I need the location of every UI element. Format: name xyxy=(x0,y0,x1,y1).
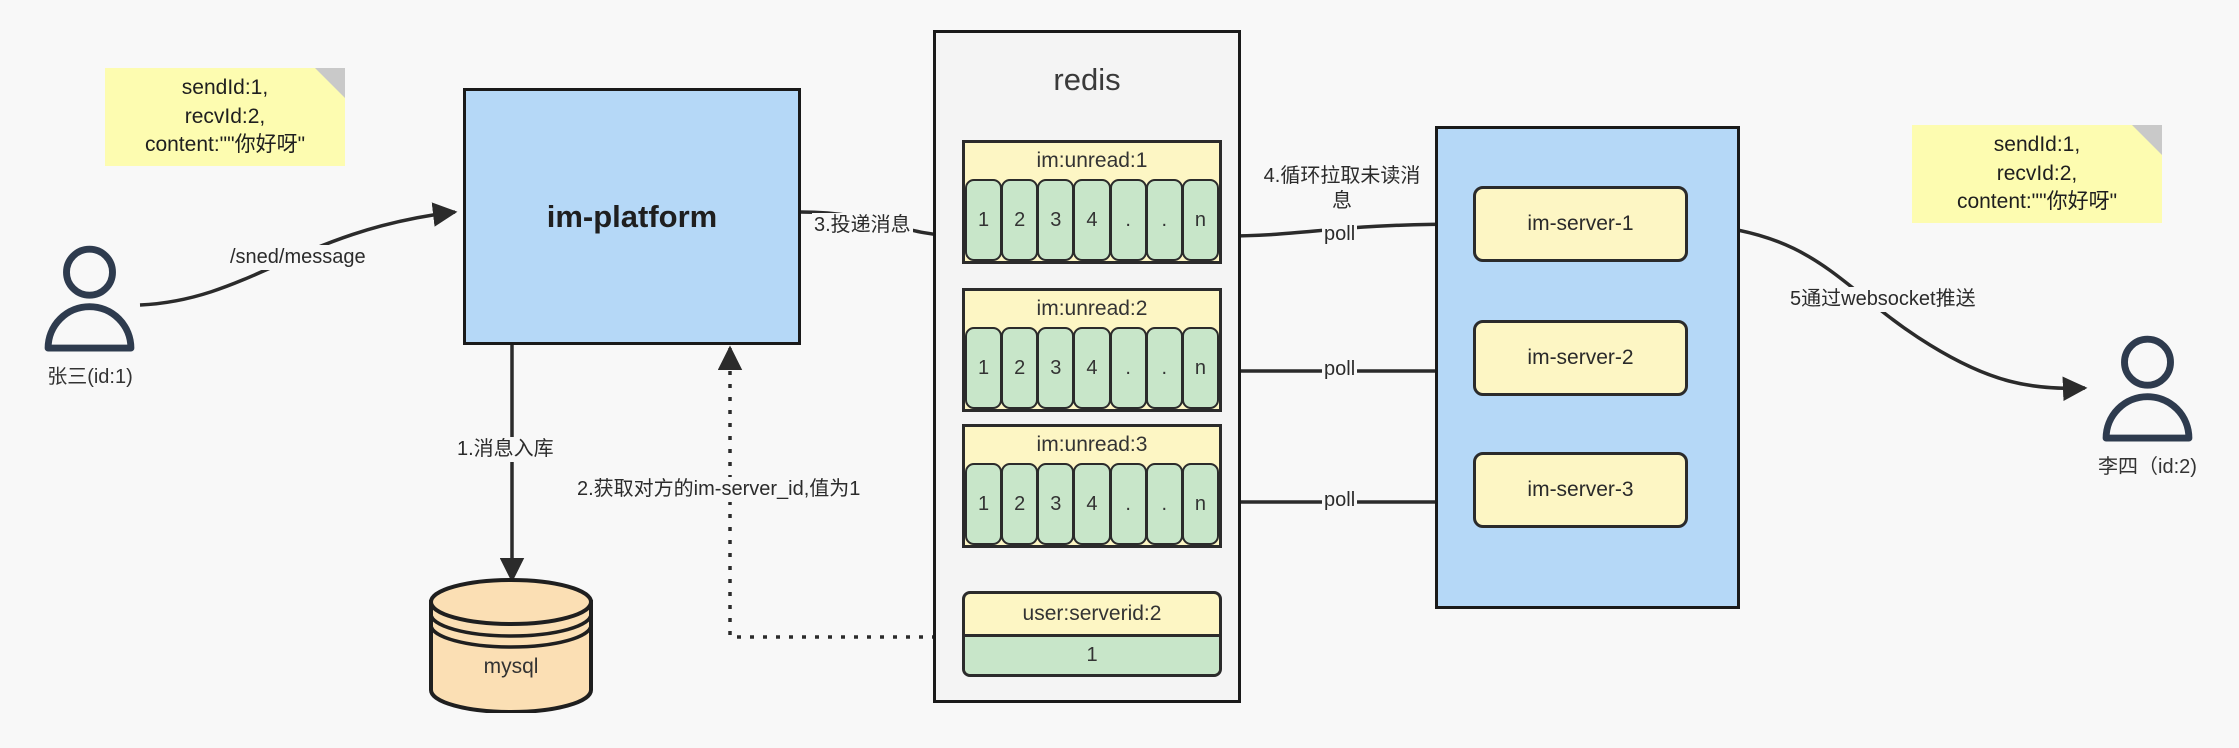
edge-label-step5: 5通过websocket推送 xyxy=(1788,287,1978,312)
note-line: content:""你好呀" xyxy=(144,133,306,157)
note-line: recvId:2, xyxy=(1996,161,2078,185)
queue-cell: 3 xyxy=(1037,463,1075,545)
im-server-1-label: im-server-1 xyxy=(1527,212,1634,235)
im-platform-label: im-platform xyxy=(546,198,718,234)
queue-cell: 1 xyxy=(965,327,1003,409)
queue-cell-row: 1 2 3 4 . . n xyxy=(965,179,1219,261)
mysql-node[interactable] xyxy=(425,578,597,713)
queue-cell: 1 xyxy=(965,179,1003,261)
queue-cell: 2 xyxy=(1001,327,1039,409)
note-line: content:""你好呀" xyxy=(1956,190,2118,214)
edge-label-step2: 2.获取对方的im-server_id,值为1 xyxy=(575,477,863,502)
user-icon xyxy=(44,245,135,352)
note-fold-corner-icon xyxy=(315,68,345,98)
queue-cell: n xyxy=(1181,179,1219,261)
note-line: recvId:2, xyxy=(184,104,266,128)
queue-cell: . xyxy=(1109,327,1147,409)
receiver-avatar xyxy=(2090,330,2205,445)
queue-cell-row: 1 2 3 4 . . n xyxy=(965,327,1219,409)
queue-cell: 3 xyxy=(1037,327,1075,409)
redis-queue-im-unread-2[interactable]: im:unread:2 1 2 3 4 . . n xyxy=(962,288,1222,412)
queue-cell: 2 xyxy=(1001,463,1039,545)
message-payload-note-right: sendId:1, recvId:2, content:""你好呀" xyxy=(1912,125,2162,223)
queue-key-label: im:unread:3 xyxy=(1036,433,1148,456)
sender-label: 张三(id:1) xyxy=(47,366,133,388)
queue-cell: 2 xyxy=(1001,179,1039,261)
queue-cell-row: 1 2 3 4 . . n xyxy=(965,463,1219,545)
im-server-2-node[interactable]: im-server-2 xyxy=(1473,320,1688,396)
queue-cell: 4 xyxy=(1073,463,1111,545)
queue-key-label: im:unread:1 xyxy=(1036,149,1148,172)
edge-label-step1: 1.消息入库 xyxy=(455,437,556,462)
im-platform-node[interactable]: im-platform xyxy=(463,88,801,345)
queue-cell: n xyxy=(1181,327,1219,409)
edge-label-poll-2: poll xyxy=(1322,357,1358,382)
queue-cell: . xyxy=(1145,327,1183,409)
redis-kv-user-serverid[interactable]: user:serverid:2 1 xyxy=(962,591,1222,677)
edge-label-send-message: /sned/message xyxy=(228,245,368,270)
message-payload-note-left: sendId:1, recvId:2, content:""你好呀" xyxy=(105,68,345,166)
queue-cell: 4 xyxy=(1073,179,1111,261)
queue-cell: . xyxy=(1145,179,1183,261)
queue-cell: 4 xyxy=(1073,327,1111,409)
edge-label-step4: 4.循环拉取未读消息 xyxy=(1255,164,1429,214)
note-line: sendId:1, xyxy=(1993,132,2081,156)
sender-avatar xyxy=(32,240,147,355)
queue-cell: . xyxy=(1145,463,1183,545)
edge-label-step3: 3.投递消息 xyxy=(812,213,913,238)
queue-cell: 3 xyxy=(1037,179,1075,261)
note-fold-corner-icon xyxy=(2132,125,2162,155)
database-cylinder-icon xyxy=(429,578,593,713)
kv-value-label: 1 xyxy=(965,634,1219,674)
queue-cell: . xyxy=(1109,463,1147,545)
im-server-1-node[interactable]: im-server-1 xyxy=(1473,186,1688,262)
edge-label-poll-1: poll xyxy=(1322,222,1358,247)
queue-cell: n xyxy=(1181,463,1219,545)
queue-cell: . xyxy=(1109,179,1147,261)
edge-label-poll-3: poll xyxy=(1322,488,1358,513)
im-server-2-label: im-server-2 xyxy=(1527,346,1634,369)
queue-cell: 1 xyxy=(965,463,1003,545)
user-icon xyxy=(2102,335,2193,442)
redis-queue-im-unread-1[interactable]: im:unread:1 1 2 3 4 . . n xyxy=(962,140,1222,264)
queue-key-label: im:unread:2 xyxy=(1036,297,1148,320)
receiver-label: 李四（id:2) xyxy=(2098,456,2197,478)
redis-queue-im-unread-3[interactable]: im:unread:3 1 2 3 4 . . n xyxy=(962,424,1222,548)
kv-key-label: user:serverid:2 xyxy=(1022,602,1162,625)
redis-title: redis xyxy=(1053,62,1121,97)
im-server-3-node[interactable]: im-server-3 xyxy=(1473,452,1688,528)
im-server-3-label: im-server-3 xyxy=(1527,478,1634,501)
note-line: sendId:1, xyxy=(181,75,269,99)
